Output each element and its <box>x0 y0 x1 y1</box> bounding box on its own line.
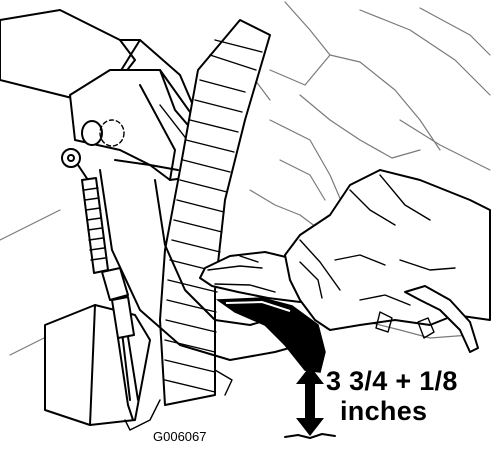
pedal-pad <box>215 297 326 373</box>
figure-id: G006067 <box>153 429 207 444</box>
measurement-value: 3 3/4 + 1/8 <box>326 366 458 396</box>
floor-line <box>284 433 336 439</box>
pivot-bolt <box>81 120 103 146</box>
measurement-unit: inches <box>340 396 428 426</box>
linkage-rod <box>61 148 139 421</box>
corrugated-hose <box>159 19 271 406</box>
pedal-arm <box>99 159 301 361</box>
double-headed-arrow-icon <box>296 366 324 436</box>
right-lever <box>375 285 479 353</box>
mounting-bracket <box>69 69 211 181</box>
sleeve <box>284 169 491 331</box>
